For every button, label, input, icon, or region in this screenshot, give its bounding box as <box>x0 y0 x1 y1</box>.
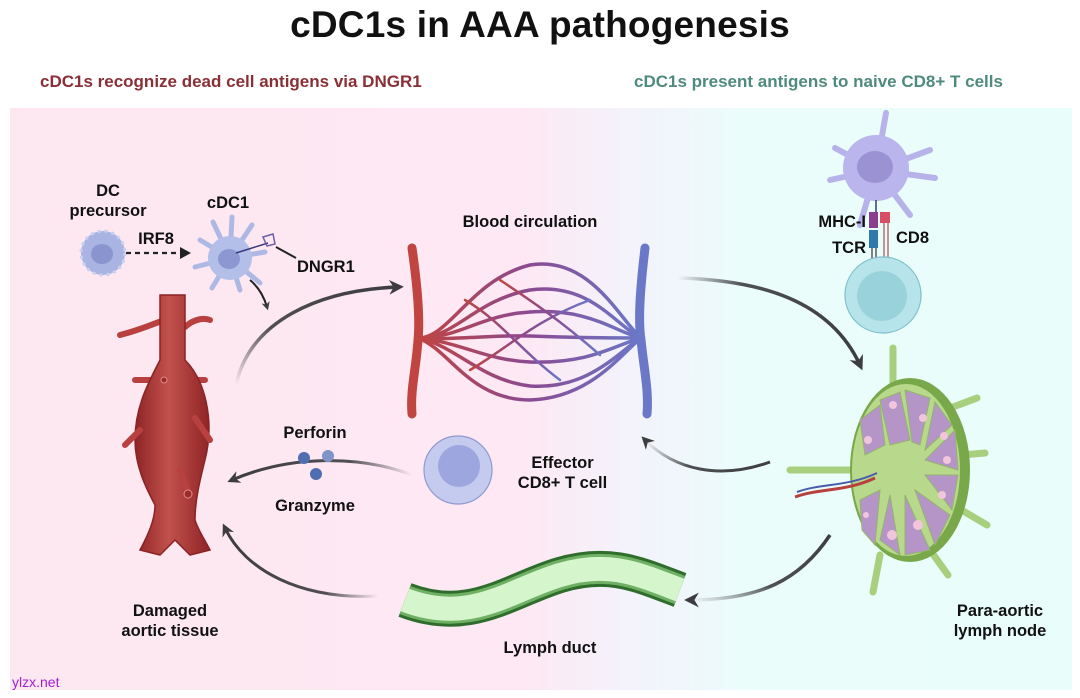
right-subtitle: cDC1s present antigens to naive CD8+ T c… <box>634 72 1003 91</box>
perforin-granule-icon <box>298 450 334 480</box>
to-lymph-node-arrow <box>677 276 863 371</box>
lymph-node-label: Para-aortic lymph node <box>953 602 1047 640</box>
mhc-i-label: MHC-I <box>818 213 866 231</box>
left-subtitle: cDC1s recognize dead cell antigens via D… <box>40 72 422 91</box>
dc-precursor-label: DC precursor <box>69 182 147 220</box>
blood-circulation-label: Blood circulation <box>462 213 598 231</box>
cytotoxic-attack-arrow <box>227 459 413 483</box>
cd8-label: CD8 <box>896 229 930 247</box>
capillary-bed-icon <box>407 243 652 419</box>
lymph-duct-icon <box>398 550 687 627</box>
cdc1-cell-icon <box>192 214 268 293</box>
dngr1-ligand-icon <box>261 233 276 247</box>
damaged-aortic-tissue-label: Damaged aortic tissue <box>121 602 219 640</box>
irf8-label: IRF8 <box>138 230 174 248</box>
figure-title: cDC1s in AAA pathogenesis <box>290 4 790 45</box>
lymph-duct-label: Lymph duct <box>503 639 597 657</box>
mature-dc-icon <box>827 110 938 228</box>
cdc1-label: cDC1 <box>206 194 250 212</box>
lymph-node-icon <box>786 344 991 596</box>
effector-t-cell-label: Effector CD8+ T cell <box>517 454 608 492</box>
dngr1-label: DNGR1 <box>297 258 355 276</box>
lymph-to-aorta-arrow <box>222 523 379 598</box>
to-circulation-return-arrow <box>641 436 771 473</box>
granzyme-label: Granzyme <box>275 497 355 515</box>
irf8-arrowhead-icon <box>180 247 191 259</box>
perforin-label: Perforin <box>283 424 347 442</box>
dngr1-receptor <box>235 242 269 254</box>
naive-t-cell-icon <box>844 256 922 334</box>
dngr1-leader-line <box>275 246 297 259</box>
watermark: ylzx.net <box>12 674 60 690</box>
effector-t-cell-icon <box>423 435 493 505</box>
cdc1-migration-arrow <box>249 279 270 311</box>
dc-precursor-cell-icon <box>79 229 127 277</box>
aorta-aneurysm-icon <box>117 294 213 556</box>
node-to-duct-arrow <box>684 534 832 608</box>
tcr-label: TCR <box>832 239 866 257</box>
to-blood-circulation-arrow <box>234 279 404 386</box>
